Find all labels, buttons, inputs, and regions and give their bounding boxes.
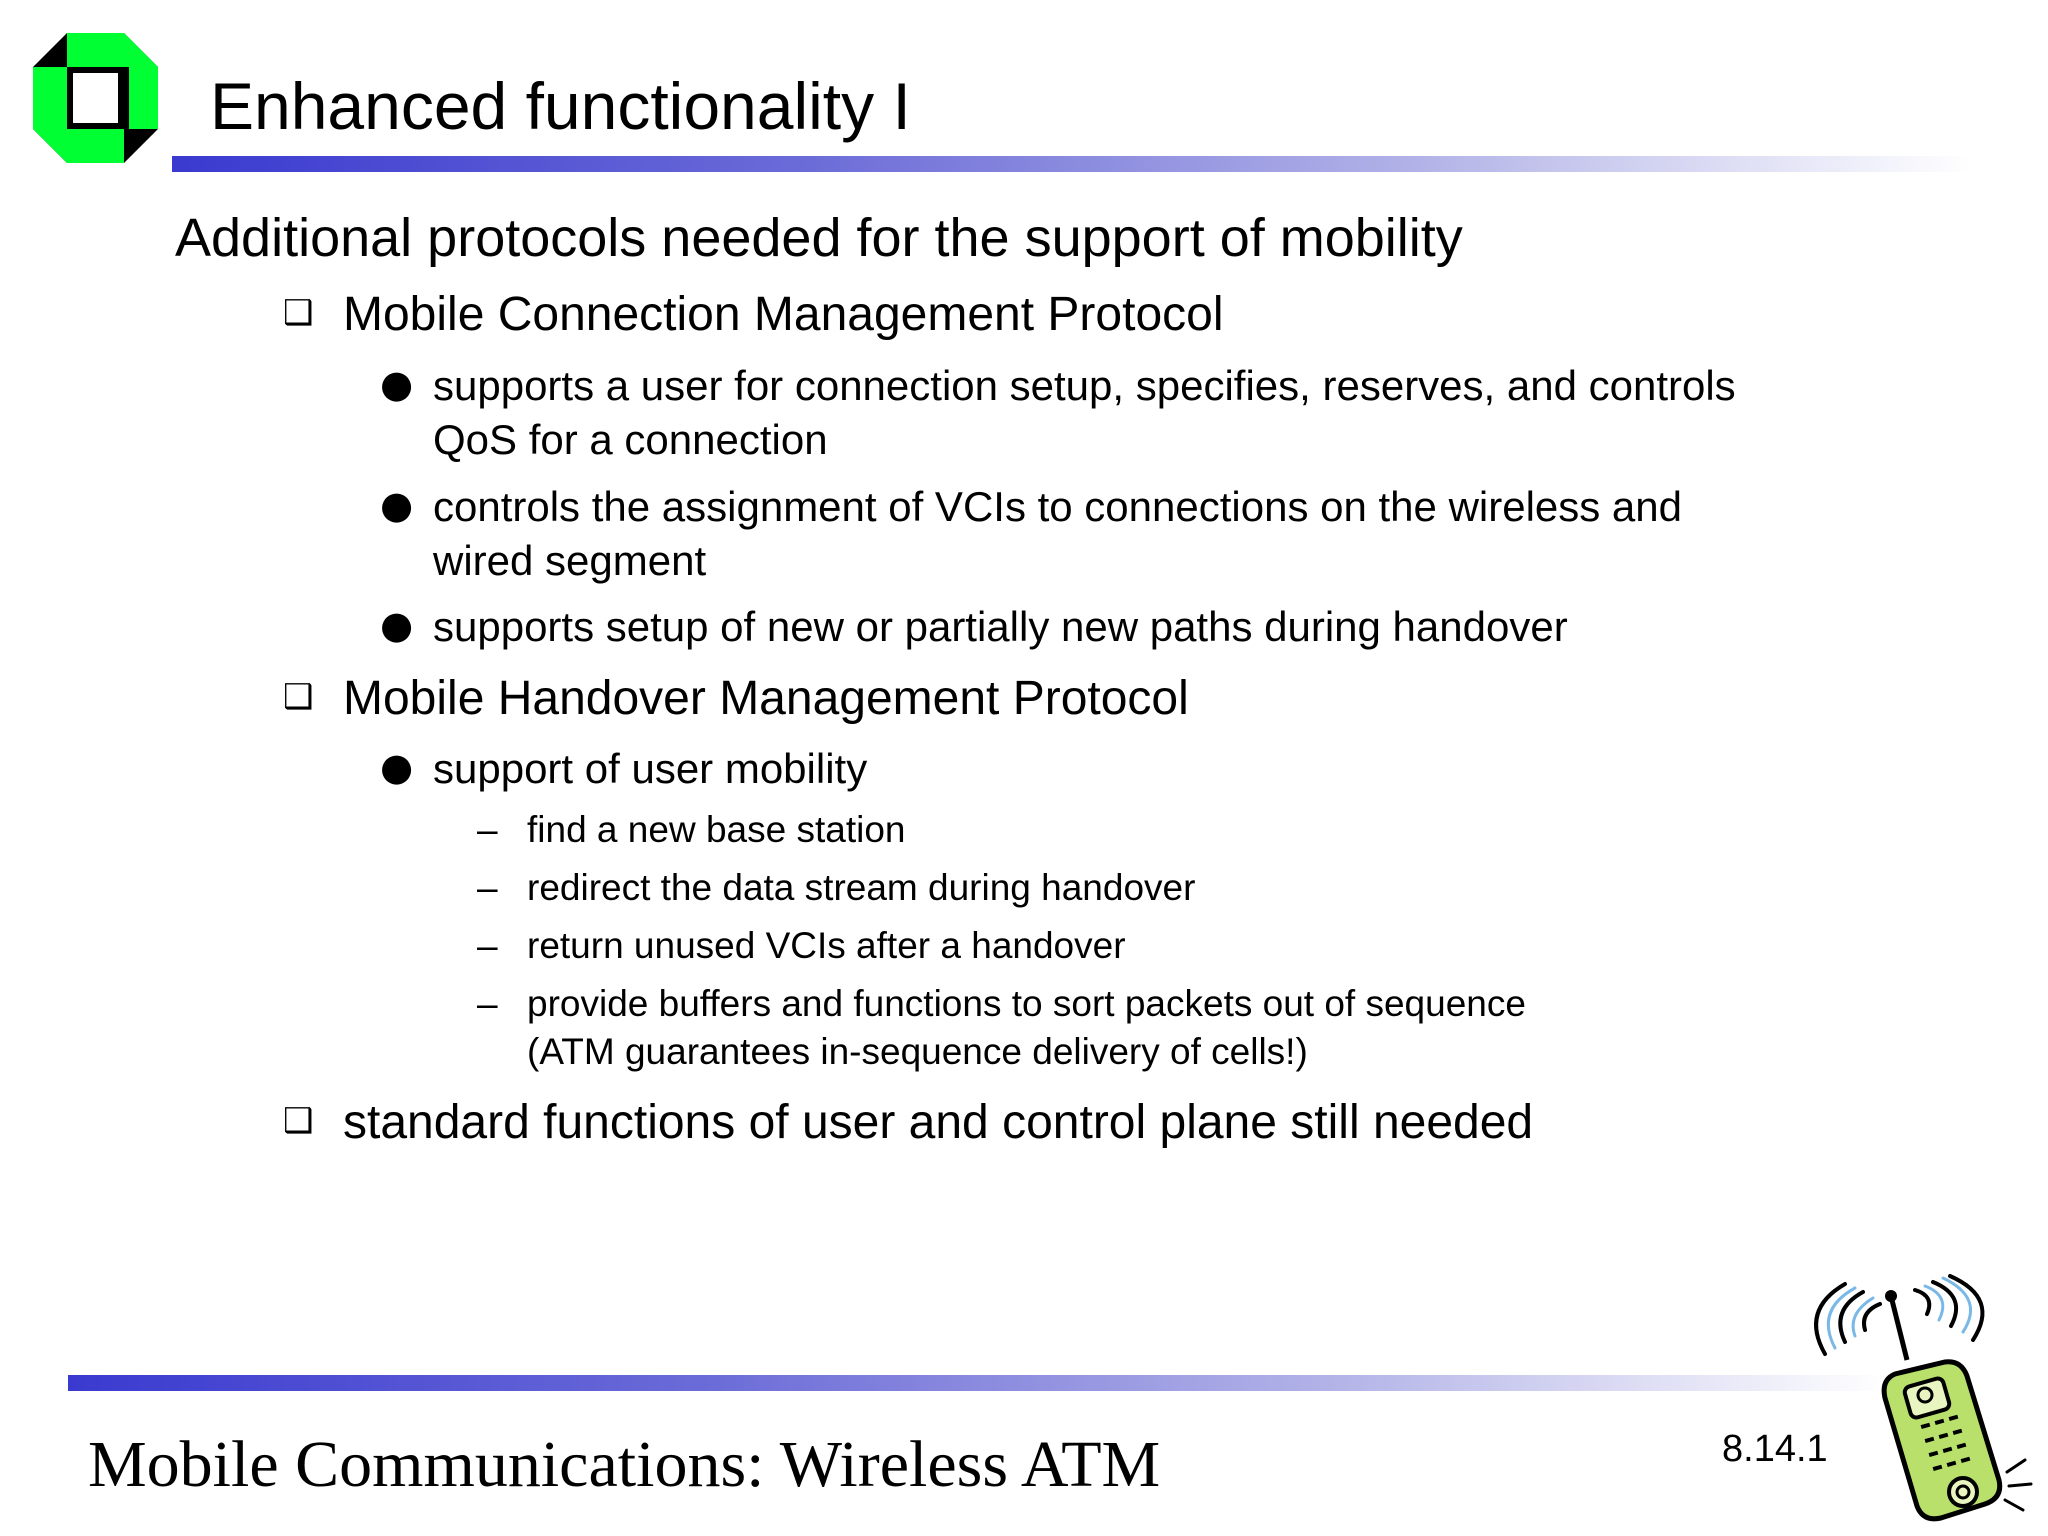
sub-bullet-text: redirect the data stream during handover — [527, 867, 1196, 908]
mobile-phone-clipart-icon — [1814, 1274, 2033, 1522]
sub-bullet-text: (ATM guarantees in-sequence delivery of … — [527, 1031, 1308, 1072]
section-label: standard functions of user and control p… — [343, 1096, 1534, 1149]
sub-bullet-item: – provide buffers and functions to sort … — [477, 980, 1526, 1028]
bullet-text: controls the assignment of VCIs to conne… — [433, 483, 1683, 530]
checkbox-bullet-icon: ❑ — [283, 1101, 314, 1141]
section-label: Mobile Connection Management Protocol — [343, 288, 1224, 341]
bullet-text: supports a user for connection setup, sp… — [433, 362, 1736, 409]
sub-bullet-item: – return unused VCIs after a handover — [477, 922, 1126, 970]
bullet-text: wired segment — [433, 537, 707, 584]
section-item: ❑ Mobile Connection Management Protocol — [283, 286, 1224, 344]
dot-bullet-icon: ● — [380, 745, 414, 789]
dot-bullet-icon: ● — [380, 362, 414, 406]
university-logo-icon — [33, 33, 158, 163]
checkbox-bullet-icon: ❑ — [283, 293, 314, 333]
sub-bullet-item: – redirect the data stream during handov… — [477, 864, 1196, 912]
slide-title: Enhanced functionality I — [210, 69, 911, 143]
checkbox-bullet-icon: ❑ — [283, 677, 314, 717]
bullet-text: QoS for a connection — [433, 416, 828, 463]
main-heading: Additional protocols needed for the supp… — [175, 208, 1463, 268]
sub-bullet-item: – find a new base station — [477, 806, 906, 854]
section-label: Mobile Handover Management Protocol — [343, 672, 1189, 725]
bullet-item: ● supports a user for connection setup, … — [380, 359, 1736, 413]
bullet-text: support of user mobility — [433, 745, 868, 792]
sub-bullet-text: find a new base station — [527, 809, 906, 850]
dash-bullet-icon: – — [477, 983, 498, 1024]
sub-bullet-continuation: (ATM guarantees in-sequence delivery of … — [527, 1028, 1308, 1076]
bullet-item: ● supports setup of new or partially new… — [380, 600, 1568, 654]
dash-bullet-icon: – — [477, 925, 498, 966]
section-item: ❑ standard functions of user and control… — [283, 1094, 1534, 1152]
bullet-item: ● support of user mobility — [380, 742, 868, 796]
bullet-item: ● controls the assignment of VCIs to con… — [380, 480, 1683, 534]
bullet-continuation: QoS for a connection — [433, 413, 828, 467]
dot-bullet-icon: ● — [380, 483, 414, 527]
dash-bullet-icon: – — [477, 809, 498, 850]
dot-bullet-icon: ● — [380, 603, 414, 647]
sub-bullet-text: provide buffers and functions to sort pa… — [527, 983, 1526, 1024]
footer-divider — [68, 1375, 1888, 1391]
title-divider — [172, 156, 1972, 172]
page-number: 8.14.1 — [1722, 1428, 1828, 1470]
bullet-continuation: wired segment — [433, 534, 706, 588]
dash-bullet-icon: – — [477, 867, 498, 908]
sub-bullet-text: return unused VCIs after a handover — [527, 925, 1126, 966]
footer-title: Mobile Communications: Wireless ATM — [88, 1428, 1161, 1501]
section-item: ❑ Mobile Handover Management Protocol — [283, 670, 1189, 728]
bullet-text: supports setup of new or partially new p… — [433, 603, 1568, 650]
